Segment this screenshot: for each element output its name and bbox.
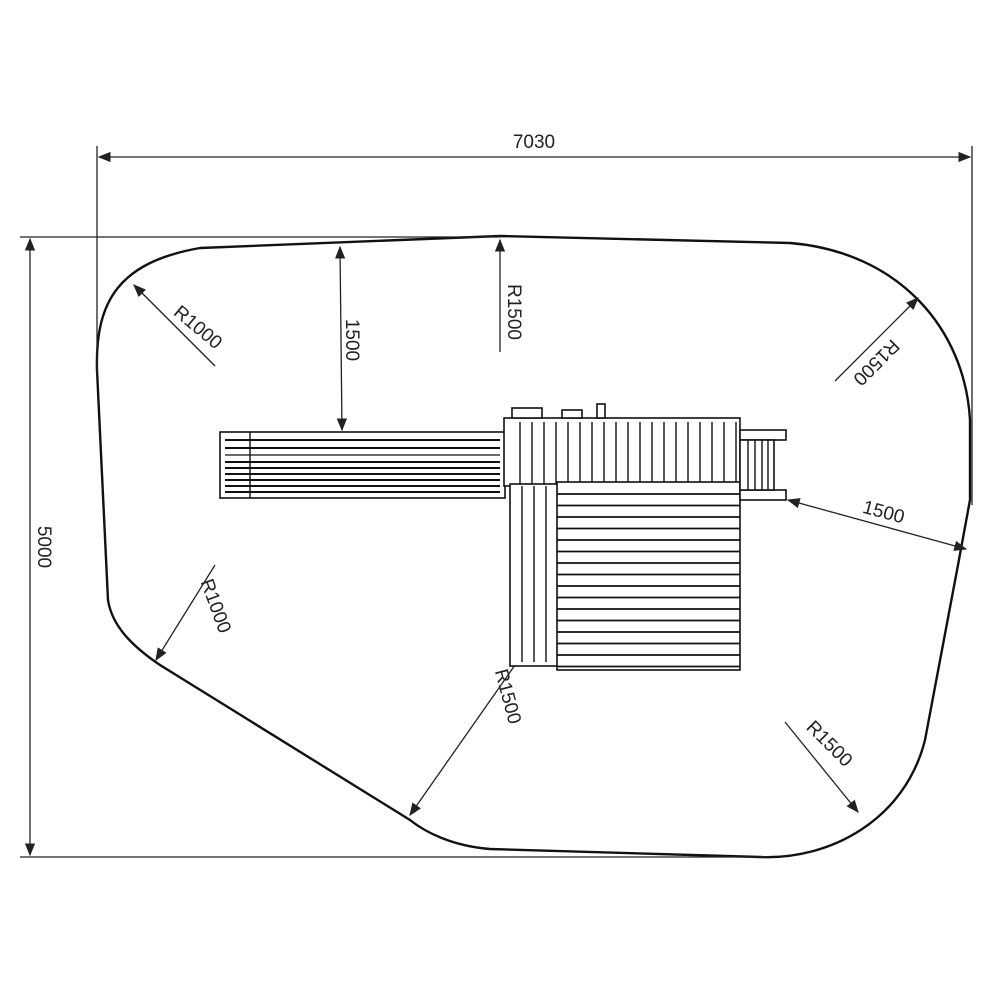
right-clearance-label: 1500 [860, 497, 906, 528]
radius-bottom-center-line [409, 664, 516, 817]
extension-lines [20, 146, 973, 858]
depth-label: 5000 [33, 526, 54, 568]
radius-top-left-line [133, 284, 216, 367]
radius-top-left-label: R1000 [169, 302, 225, 354]
width-label: 7030 [513, 132, 555, 153]
radius-bottom-right-label: R1500 [802, 717, 856, 771]
tower-deck [503, 417, 741, 487]
play-structure [219, 403, 787, 671]
safety-area-boundary [95, 234, 972, 859]
right-clearance-line [786, 498, 968, 551]
top-clearance-label: 1500 [341, 319, 362, 361]
radius-top-center-label: R1500 [503, 284, 524, 340]
top-clearance-line [334, 245, 348, 432]
slide [219, 431, 506, 499]
radius-bottom-left-label: R1000 [196, 576, 235, 636]
radius-bottom-right-line [784, 721, 859, 814]
radius-bottom-center-label: R1500 [490, 667, 525, 727]
dimension-lines [24, 151, 972, 857]
lower-deck [556, 481, 741, 671]
radius-top-right-line [834, 297, 919, 382]
left-column [509, 483, 559, 667]
radius-top-right-label: R1500 [849, 335, 903, 389]
radius-bottom-left-line [155, 564, 216, 662]
ladder [739, 429, 787, 501]
